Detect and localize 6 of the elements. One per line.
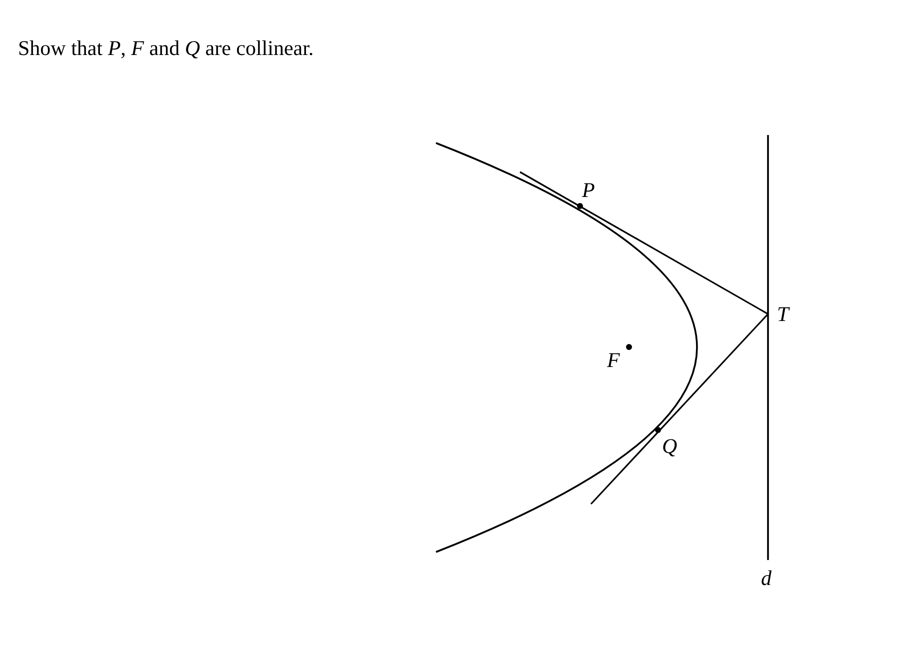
point-label: P (582, 180, 595, 201)
point-label: Q (662, 436, 678, 457)
question-text: Show that P, F and Q are collinear. (18, 36, 314, 61)
point-label: F (607, 350, 620, 371)
point-label: d (761, 568, 772, 589)
point-label: T (777, 304, 789, 325)
